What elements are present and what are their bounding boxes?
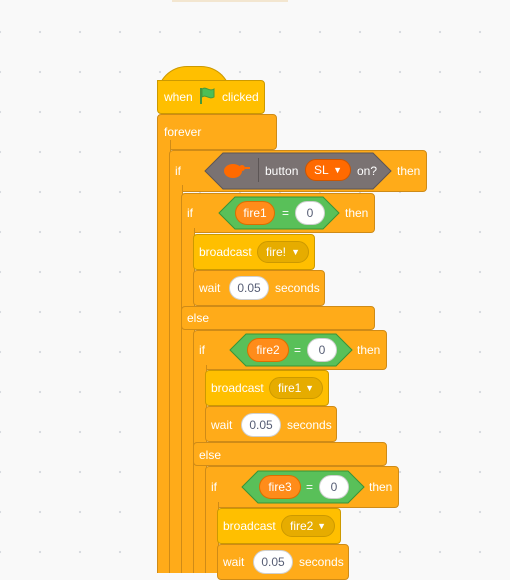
then-label: then: [369, 480, 393, 494]
broadcast-label: broadcast: [211, 381, 264, 395]
variable-fire2[interactable]: fire2: [247, 338, 289, 362]
wait-label: wait: [223, 555, 245, 569]
broadcast-dropdown-1[interactable]: fire! ▼: [257, 241, 309, 263]
equals-label: =: [282, 206, 290, 220]
else-label: else: [187, 311, 210, 325]
seconds-label: seconds: [299, 555, 344, 569]
on-label: on?: [357, 164, 378, 178]
sensor-divider: [258, 158, 259, 182]
header-strip: [172, 0, 288, 2]
robot-extension-icon: [224, 164, 250, 178]
if-label: if: [175, 164, 181, 178]
broadcast-dropdown-value: fire1: [278, 381, 302, 395]
button-dropdown-value: SL: [314, 163, 329, 177]
value-input-2[interactable]: 0: [307, 338, 337, 362]
chevron-down-icon: ▼: [291, 247, 300, 257]
broadcast-dropdown-2[interactable]: fire1 ▼: [269, 377, 323, 399]
broadcast-label: broadcast: [199, 245, 252, 259]
variable-fire1[interactable]: fire1: [235, 201, 275, 225]
value-input-3[interactable]: 0: [319, 475, 349, 499]
forever-label: forever: [164, 125, 202, 139]
value-input-1[interactable]: 0: [295, 201, 325, 225]
wait-input-2[interactable]: 0.05: [241, 413, 281, 437]
wait-label: wait: [199, 281, 221, 295]
wait-label: wait: [211, 418, 233, 432]
else-label: else: [199, 448, 222, 462]
chevron-down-icon: ▼: [305, 383, 314, 393]
when-label: when: [164, 90, 193, 104]
then-label: then: [397, 164, 421, 178]
variable-fire3[interactable]: fire3: [259, 475, 301, 499]
button-label: button: [265, 164, 299, 178]
if-label: if: [199, 343, 205, 357]
else-bar-2: [193, 442, 387, 466]
else-bar-1: [181, 306, 375, 330]
button-dropdown[interactable]: SL ▼: [305, 159, 351, 181]
if-label: if: [211, 480, 217, 494]
broadcast-label: broadcast: [223, 519, 276, 533]
broadcast-dropdown-value: fire2: [290, 519, 314, 533]
if-label: if: [187, 206, 193, 220]
wait-input-3[interactable]: 0.05: [253, 550, 293, 574]
chevron-down-icon: ▼: [317, 521, 326, 531]
seconds-label: seconds: [287, 418, 332, 432]
forever-block[interactable]: [157, 114, 277, 150]
wait-input-1[interactable]: 0.05: [229, 276, 269, 300]
broadcast-dropdown-value: fire!: [266, 245, 287, 259]
seconds-label: seconds: [275, 281, 320, 295]
then-label: then: [357, 343, 381, 357]
clicked-label: clicked: [222, 90, 259, 104]
green-flag-icon: [200, 87, 215, 104]
equals-label: =: [306, 480, 314, 494]
then-label: then: [345, 206, 369, 220]
chevron-down-icon: ▼: [333, 165, 342, 175]
equals-label: =: [294, 343, 302, 357]
broadcast-dropdown-3[interactable]: fire2 ▼: [281, 515, 335, 537]
